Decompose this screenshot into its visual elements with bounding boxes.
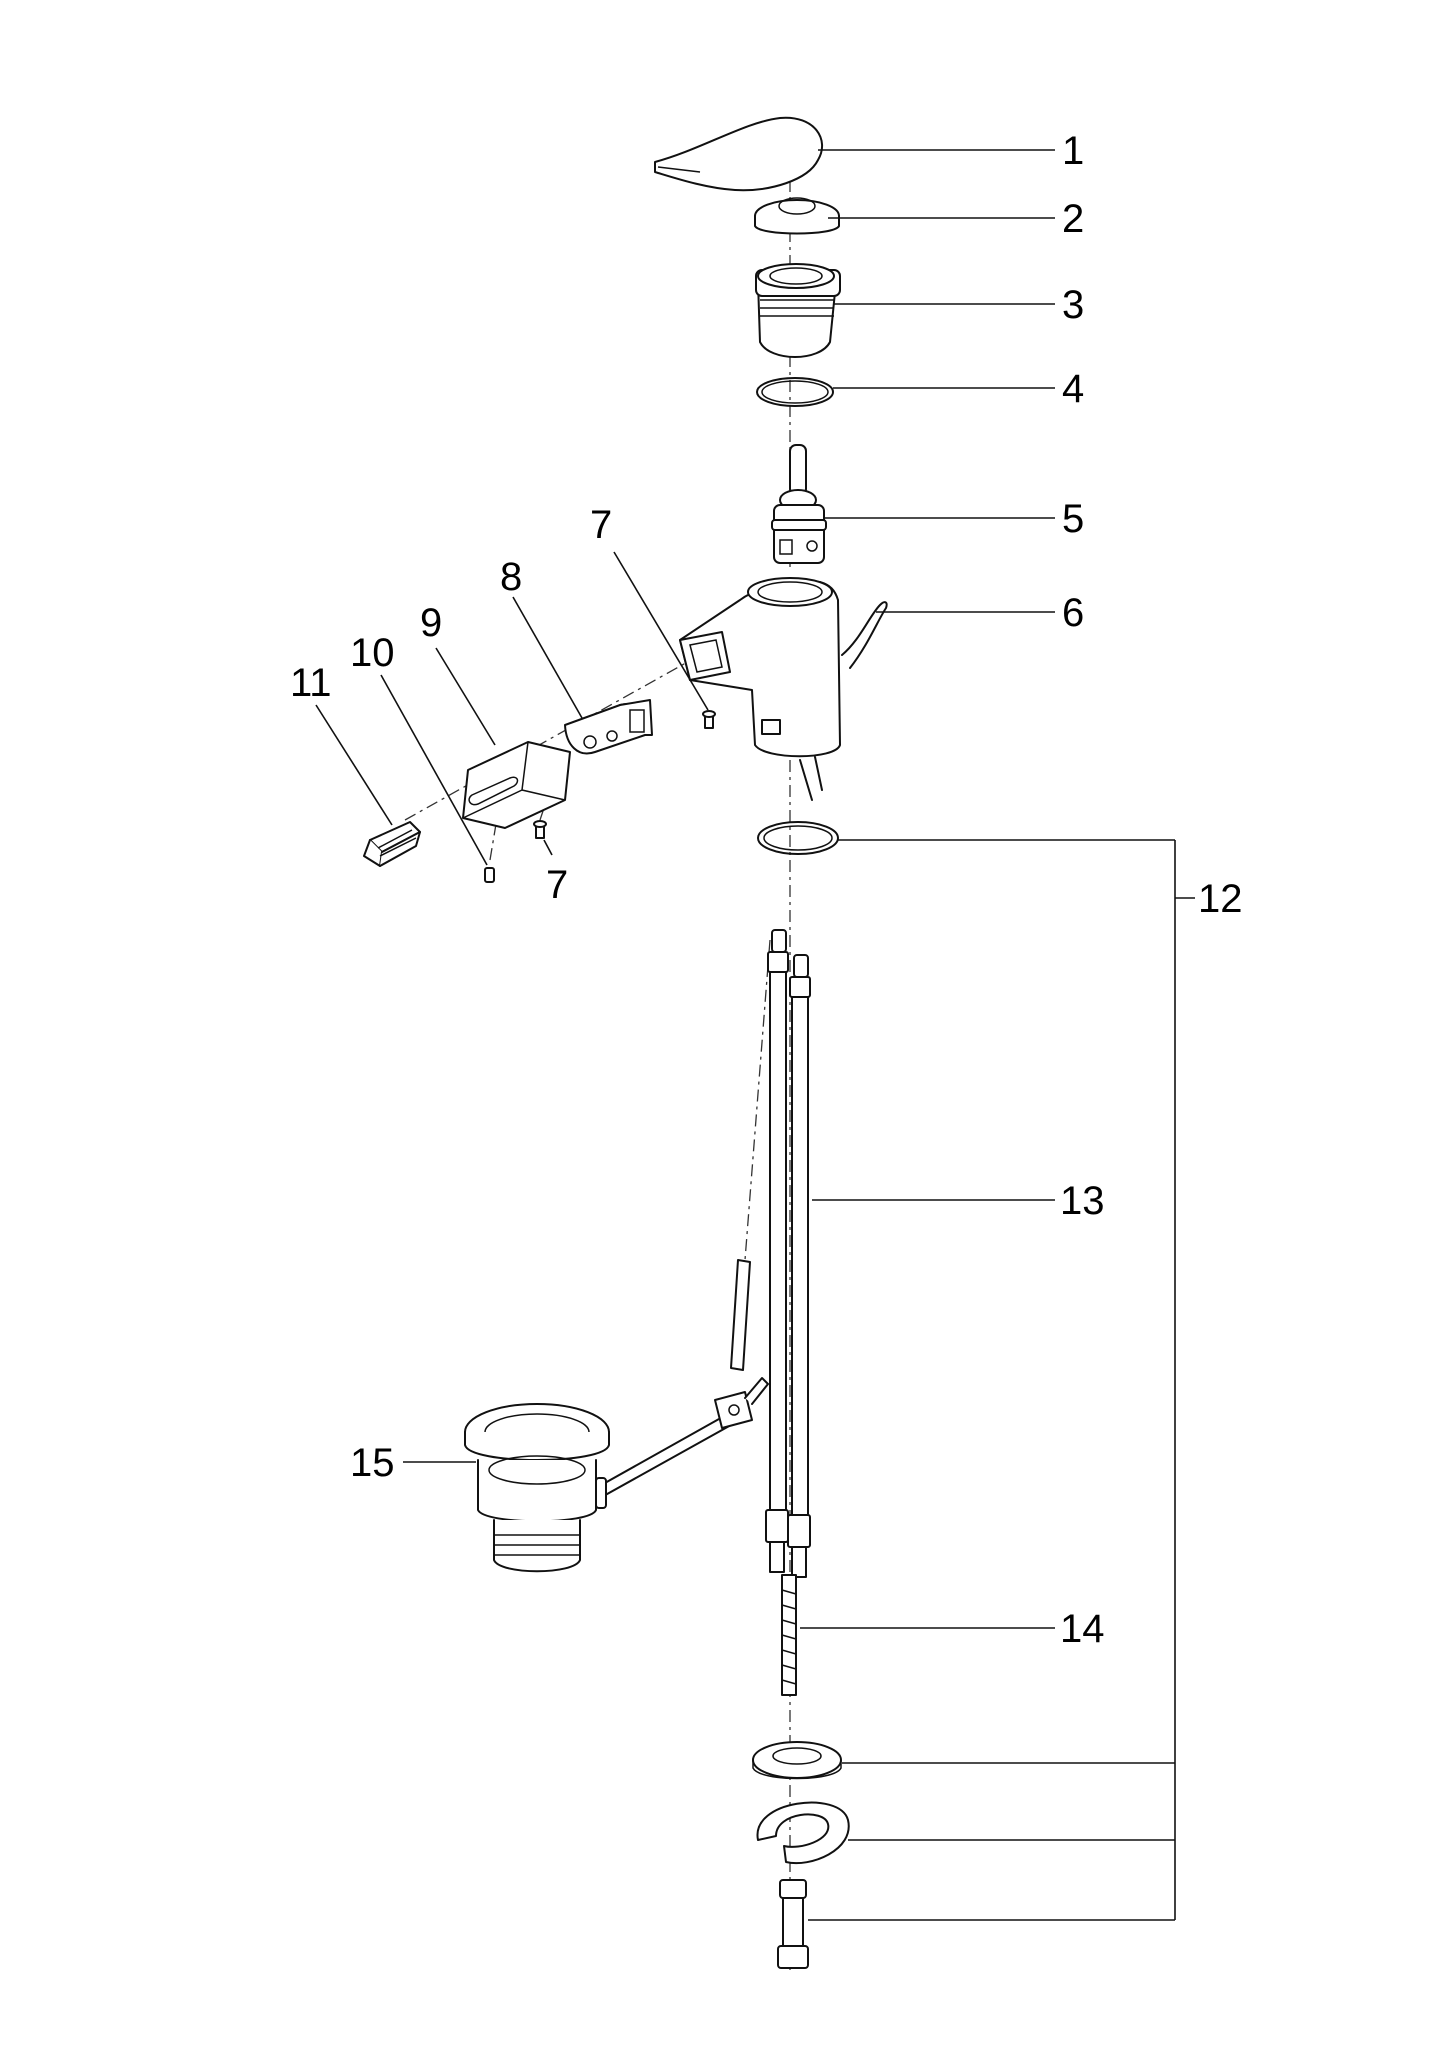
label-part-10: 10 xyxy=(350,631,395,675)
label-part-6: 6 xyxy=(1062,591,1084,635)
label-part-2: 2 xyxy=(1062,197,1084,241)
part-7-screw-lower xyxy=(533,820,547,839)
label-part-3: 3 xyxy=(1062,283,1084,327)
label-part-9: 9 xyxy=(420,601,442,645)
label-part-5: 5 xyxy=(1062,497,1084,541)
label-part-7-upper: 7 xyxy=(590,503,612,547)
leader-lines xyxy=(315,149,1195,1921)
part-11-aerator xyxy=(363,821,421,867)
label-part-7-lower: 7 xyxy=(546,863,568,907)
label-part-12: 12 xyxy=(1198,877,1243,921)
part-9-spout-cover xyxy=(462,741,571,829)
part-8-spout-insert xyxy=(564,699,653,755)
part-12-threaded-nut xyxy=(777,1879,809,1969)
label-part-11: 11 xyxy=(290,661,332,705)
part-15-drain-waste xyxy=(464,1377,769,1573)
label-part-8: 8 xyxy=(500,555,522,599)
part-3-threaded-sleeve xyxy=(755,263,841,358)
part-6-mixer-body xyxy=(679,577,888,801)
part-7-screw-upper xyxy=(702,710,716,729)
part-14-threaded-rod xyxy=(781,1574,797,1696)
part-12-o-ring xyxy=(757,821,839,855)
part-12-washer xyxy=(752,1741,842,1780)
center-axes xyxy=(404,180,791,1970)
label-part-4: 4 xyxy=(1062,367,1084,411)
part-2-cover-cap xyxy=(754,197,840,235)
part-4-o-ring xyxy=(756,377,834,407)
part-10-set-screw xyxy=(484,867,495,883)
label-part-13: 13 xyxy=(1060,1179,1105,1223)
label-part-15: 15 xyxy=(350,1441,395,1485)
part-labels: 1 2 3 4 5 6 7 8 9 10 11 7 12 13 14 15 xyxy=(290,129,1243,1651)
part-13-supply-hoses xyxy=(730,929,811,1578)
part-5-cartridge xyxy=(771,444,827,564)
part-12-horseshoe-plate xyxy=(756,1801,850,1865)
label-part-14: 14 xyxy=(1060,1607,1105,1651)
part-1-lever-handle xyxy=(654,116,824,192)
label-part-1: 1 xyxy=(1062,129,1084,173)
